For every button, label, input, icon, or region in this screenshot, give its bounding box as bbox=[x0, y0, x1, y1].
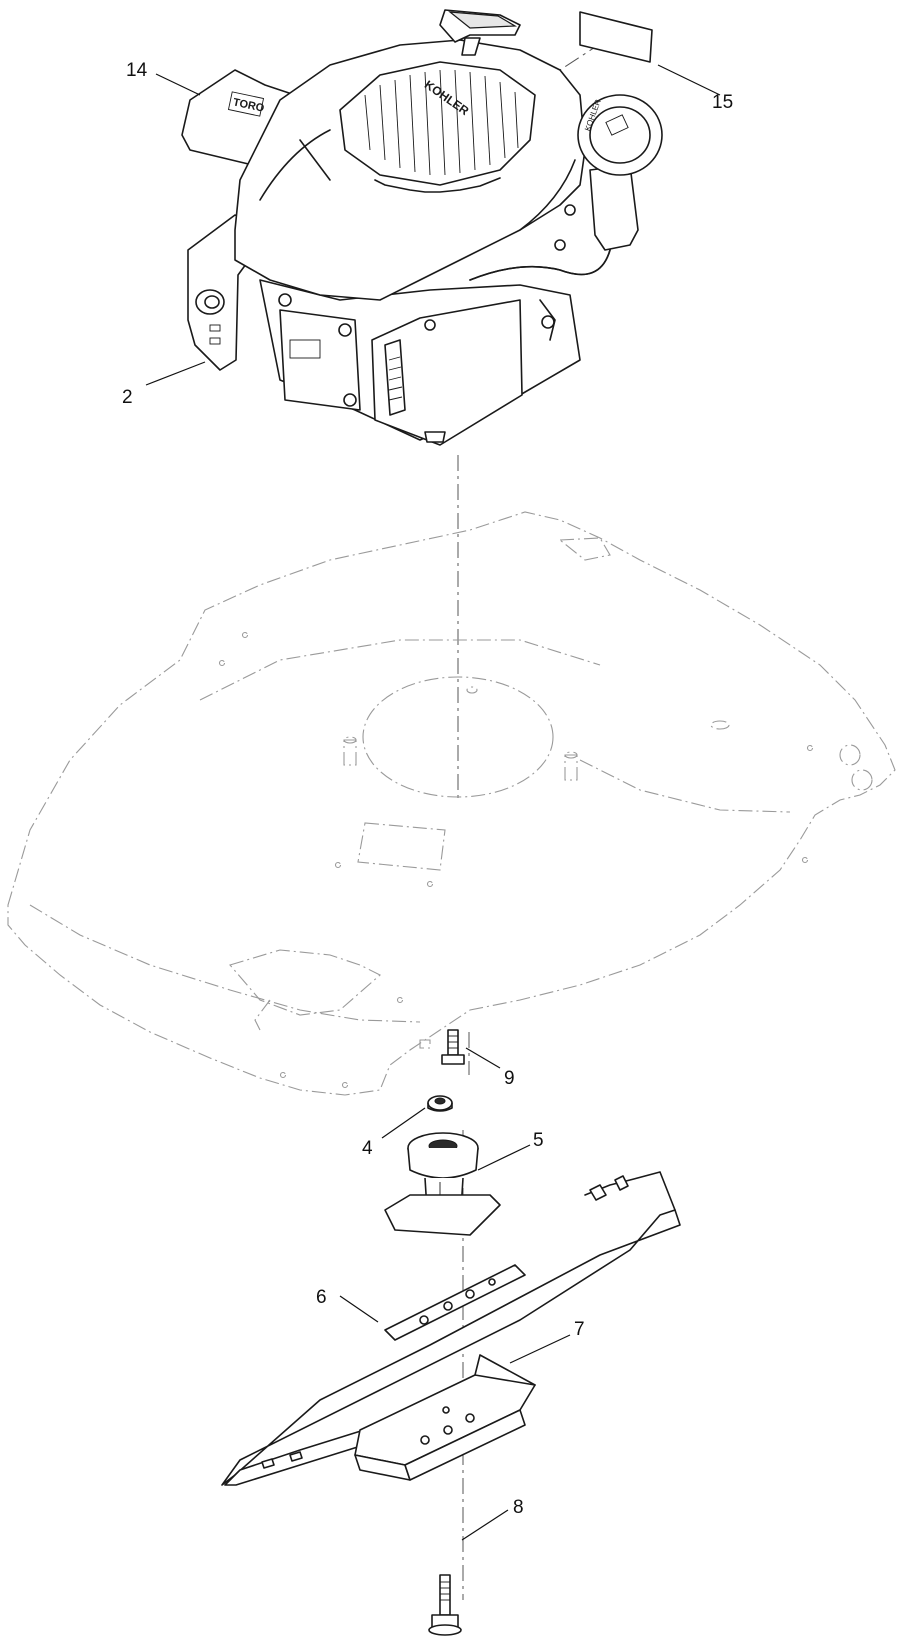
callout-14: 14 bbox=[126, 60, 148, 81]
callouts: 14 15 2 9 4 5 6 7 8 bbox=[122, 60, 733, 1518]
callout-6: 6 bbox=[316, 1287, 327, 1308]
engine-assembly: KOHLER KOHLER bbox=[187, 9, 663, 446]
washer bbox=[427, 1095, 453, 1112]
blade-bolt bbox=[428, 1574, 462, 1636]
blade-retainer bbox=[354, 1354, 536, 1481]
blade-adapter bbox=[384, 1132, 501, 1236]
callout-8: 8 bbox=[513, 1497, 524, 1518]
callout-2: 2 bbox=[122, 387, 133, 408]
adapter-bolt bbox=[441, 1029, 465, 1065]
leader-lines bbox=[145, 64, 721, 1541]
callout-9: 9 bbox=[504, 1068, 515, 1089]
callout-4: 4 bbox=[362, 1138, 373, 1159]
cutting-blade bbox=[221, 1171, 681, 1486]
mower-deck-phantom bbox=[7, 511, 896, 1096]
callout-15: 15 bbox=[712, 92, 733, 113]
engine-tag-decal bbox=[579, 11, 653, 63]
callout-7: 7 bbox=[574, 1319, 585, 1340]
callout-5: 5 bbox=[533, 1130, 544, 1151]
